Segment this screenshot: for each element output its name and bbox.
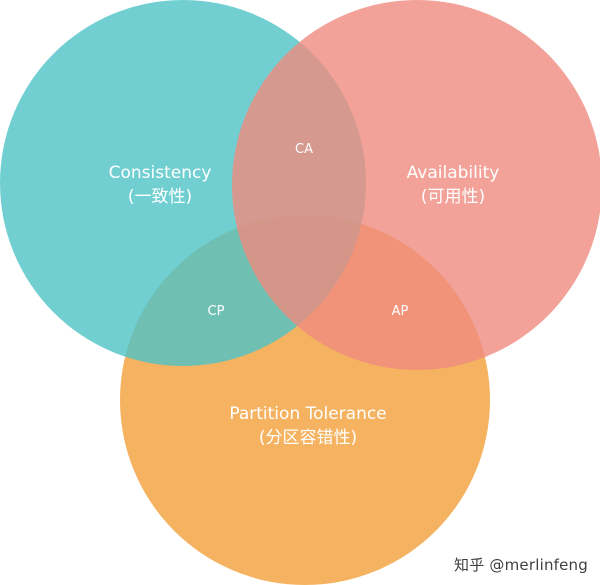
- consistency-sublabel: (一致性): [128, 187, 192, 207]
- partition-tolerance-label: Partition Tolerance: [229, 404, 386, 424]
- watermark: 知乎 @merlinfeng: [454, 556, 588, 574]
- availability-label: Availability: [407, 163, 500, 183]
- cp-label: CP: [208, 304, 225, 319]
- availability-circle: [232, 0, 600, 370]
- consistency-label: Consistency: [109, 163, 212, 183]
- partition-tolerance-sublabel: (分区容错性): [259, 428, 357, 448]
- ca-label: CA: [295, 142, 313, 157]
- availability-sublabel: (可用性): [421, 187, 485, 207]
- ap-label: AP: [392, 304, 409, 319]
